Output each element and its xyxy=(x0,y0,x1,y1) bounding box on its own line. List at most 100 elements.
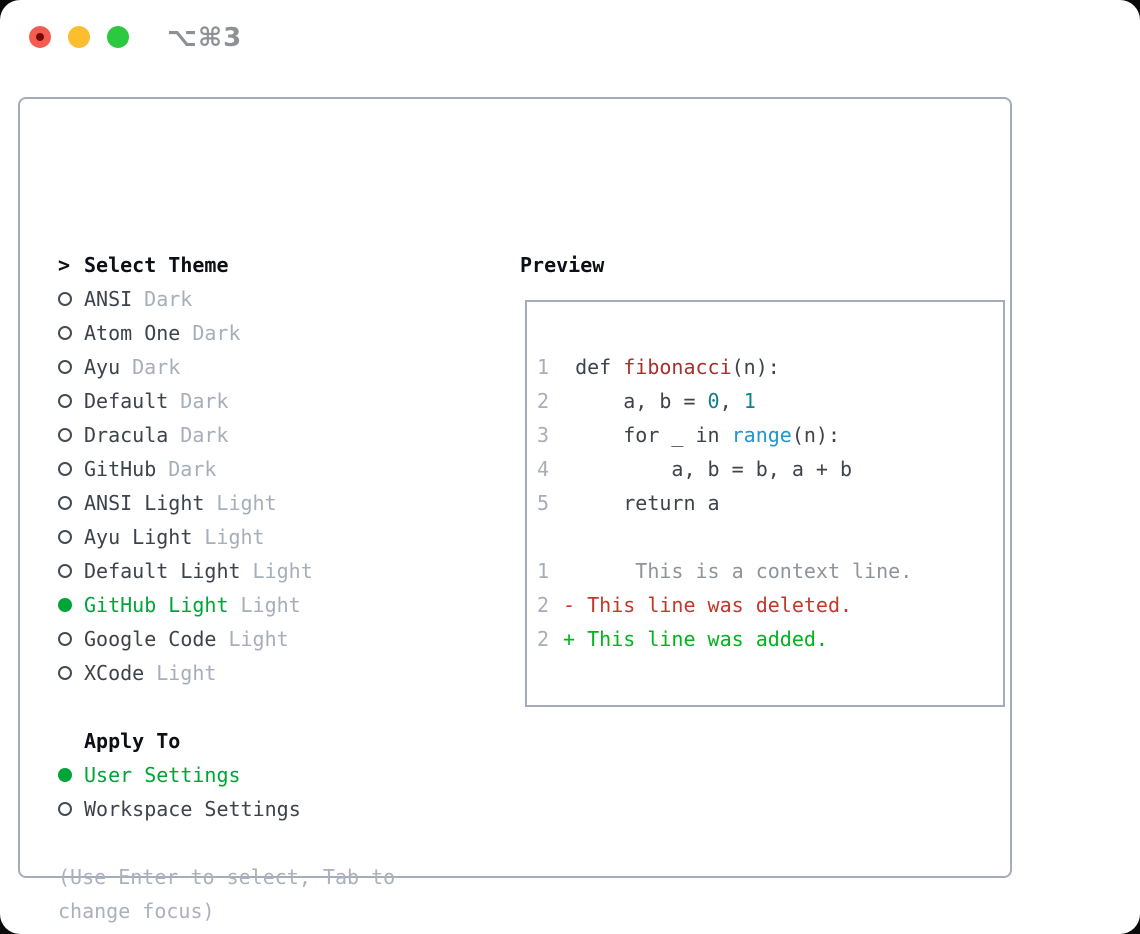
code-segment-plain: (n): xyxy=(731,355,780,379)
theme-name: Dracula xyxy=(84,423,169,447)
theme-variant-tag: Dark xyxy=(180,389,229,413)
theme-name: Ayu Light xyxy=(84,525,193,549)
line-content: a, b = 0, 1 xyxy=(551,384,756,418)
radio-icon xyxy=(58,394,72,408)
close-button[interactable] xyxy=(29,26,51,48)
theme-name: Ayu xyxy=(84,355,121,379)
spacer xyxy=(537,520,1003,554)
line-content: return a xyxy=(551,486,720,520)
diff-line: 1 This is a context line. xyxy=(537,554,1003,588)
theme-name: GitHub Light xyxy=(84,593,229,617)
diff-line: 2 - This line was deleted. xyxy=(537,588,1003,622)
code-segment-plain: for _ in xyxy=(551,423,732,447)
theme-list-item-github[interactable]: GitHub Dark xyxy=(58,452,488,486)
line-content: - This line was deleted. xyxy=(551,588,852,622)
code-segment-deleted: - This line was deleted. xyxy=(551,593,853,617)
line-number: 1 xyxy=(537,355,550,379)
code-line: 3 for _ in range(n): xyxy=(537,418,1003,452)
theme-list-item-default[interactable]: Default Dark xyxy=(58,384,488,418)
apply-to-option-workspace-settings[interactable]: Workspace Settings xyxy=(58,792,488,826)
preview-box: 1 def fibonacci(n): 2 a, b = 0, 1 3 for … xyxy=(525,300,1005,707)
bullet-spacer xyxy=(58,734,72,748)
apply-to-header-label: Apply To xyxy=(84,729,181,753)
theme-list-item-ayu-light[interactable]: Ayu Light Light xyxy=(58,520,488,554)
code-segment-plain: a, b = xyxy=(551,389,708,413)
theme-name: ANSI xyxy=(84,287,133,311)
theme-name: Atom One xyxy=(84,321,181,345)
traffic-lights xyxy=(29,26,129,48)
preview-header: Preview xyxy=(520,248,1020,282)
radio-icon xyxy=(58,496,72,510)
window-title: ⌥⌘3 xyxy=(167,23,243,53)
radio-icon xyxy=(58,326,72,340)
theme-variant-tag: Dark xyxy=(144,287,193,311)
radio-icon xyxy=(58,462,72,476)
apply-to-header: Apply To xyxy=(58,724,488,758)
line-number: 5 xyxy=(537,491,550,515)
code-segment-num: 1 xyxy=(743,389,756,413)
radio-icon xyxy=(58,530,72,544)
theme-list-item-google-code[interactable]: Google Code Light xyxy=(58,622,488,656)
radio-icon xyxy=(58,666,72,680)
zoom-button[interactable] xyxy=(107,26,129,48)
code-line: 5 return a xyxy=(537,486,1003,520)
spacer xyxy=(58,690,488,724)
radio-icon xyxy=(58,802,72,816)
radio-icon xyxy=(58,428,72,442)
theme-list-item-default-light[interactable]: Default Light Light xyxy=(58,554,488,588)
line-number: 2 xyxy=(537,627,550,651)
code-line: 1 def fibonacci(n): xyxy=(537,350,1003,384)
theme-variant-tag: Light xyxy=(252,559,313,583)
theme-variant-tag: Dark xyxy=(168,457,217,481)
line-content: def fibonacci(n): xyxy=(551,350,780,384)
code-segment-plain: def xyxy=(551,355,624,379)
code-segment-plain: return a xyxy=(551,491,720,515)
preview-column: Preview 1 def fibonacci(n): 2 a, b = 0, … xyxy=(520,248,1020,707)
code-segment-plain: , xyxy=(719,389,744,413)
line-number: 2 xyxy=(537,593,550,617)
theme-name: Google Code xyxy=(84,627,217,651)
code-preview: 1 def fibonacci(n): 2 a, b = 0, 1 3 for … xyxy=(537,350,1003,520)
code-line: 4 a, b = b, a + b xyxy=(537,452,1003,486)
code-segment-func: fibonacci xyxy=(623,355,732,379)
theme-list-item-ansi[interactable]: ANSI Dark xyxy=(58,282,488,316)
theme-name: ANSI Light xyxy=(84,491,205,515)
theme-name: Default Light xyxy=(84,559,241,583)
apply-to-option-label: Workspace Settings xyxy=(84,797,301,821)
line-number: 1 xyxy=(537,559,550,583)
radio-icon xyxy=(58,768,72,782)
line-content: for _ in range(n): xyxy=(551,418,840,452)
apply-to-option-user-settings[interactable]: User Settings xyxy=(58,758,488,792)
theme-name: Default xyxy=(84,389,169,413)
theme-variant-tag: Light xyxy=(228,627,289,651)
code-segment-num: 0 xyxy=(707,389,720,413)
code-segment-plain: (n): xyxy=(791,423,841,447)
apply-to-option-label: User Settings xyxy=(84,763,241,787)
select-theme-header: >Select Theme xyxy=(58,248,488,282)
code-segment-plain: a, b = b, a + b xyxy=(551,457,853,481)
theme-name: XCode xyxy=(84,661,145,685)
keyboard-hint: (Use Enter to select, Tab to change focu… xyxy=(58,865,396,923)
theme-name: GitHub xyxy=(84,457,157,481)
theme-variant-tag: Light xyxy=(240,593,301,617)
minimize-button[interactable] xyxy=(68,26,90,48)
theme-variant-tag: Dark xyxy=(132,355,181,379)
theme-list-item-github-light[interactable]: GitHub Light Light xyxy=(58,588,488,622)
theme-variant-tag: Light xyxy=(204,525,265,549)
line-number: 2 xyxy=(537,389,550,413)
radio-icon xyxy=(58,632,72,646)
diff-preview: 1 This is a context line. 2 - This line … xyxy=(537,554,1003,656)
line-number: 3 xyxy=(537,423,550,447)
theme-list-item-ayu[interactable]: Ayu Dark xyxy=(58,350,488,384)
radio-icon xyxy=(58,292,72,306)
apply-to-list: User Settings Workspace Settings xyxy=(58,758,488,826)
line-content: This is a context line. xyxy=(551,554,912,588)
